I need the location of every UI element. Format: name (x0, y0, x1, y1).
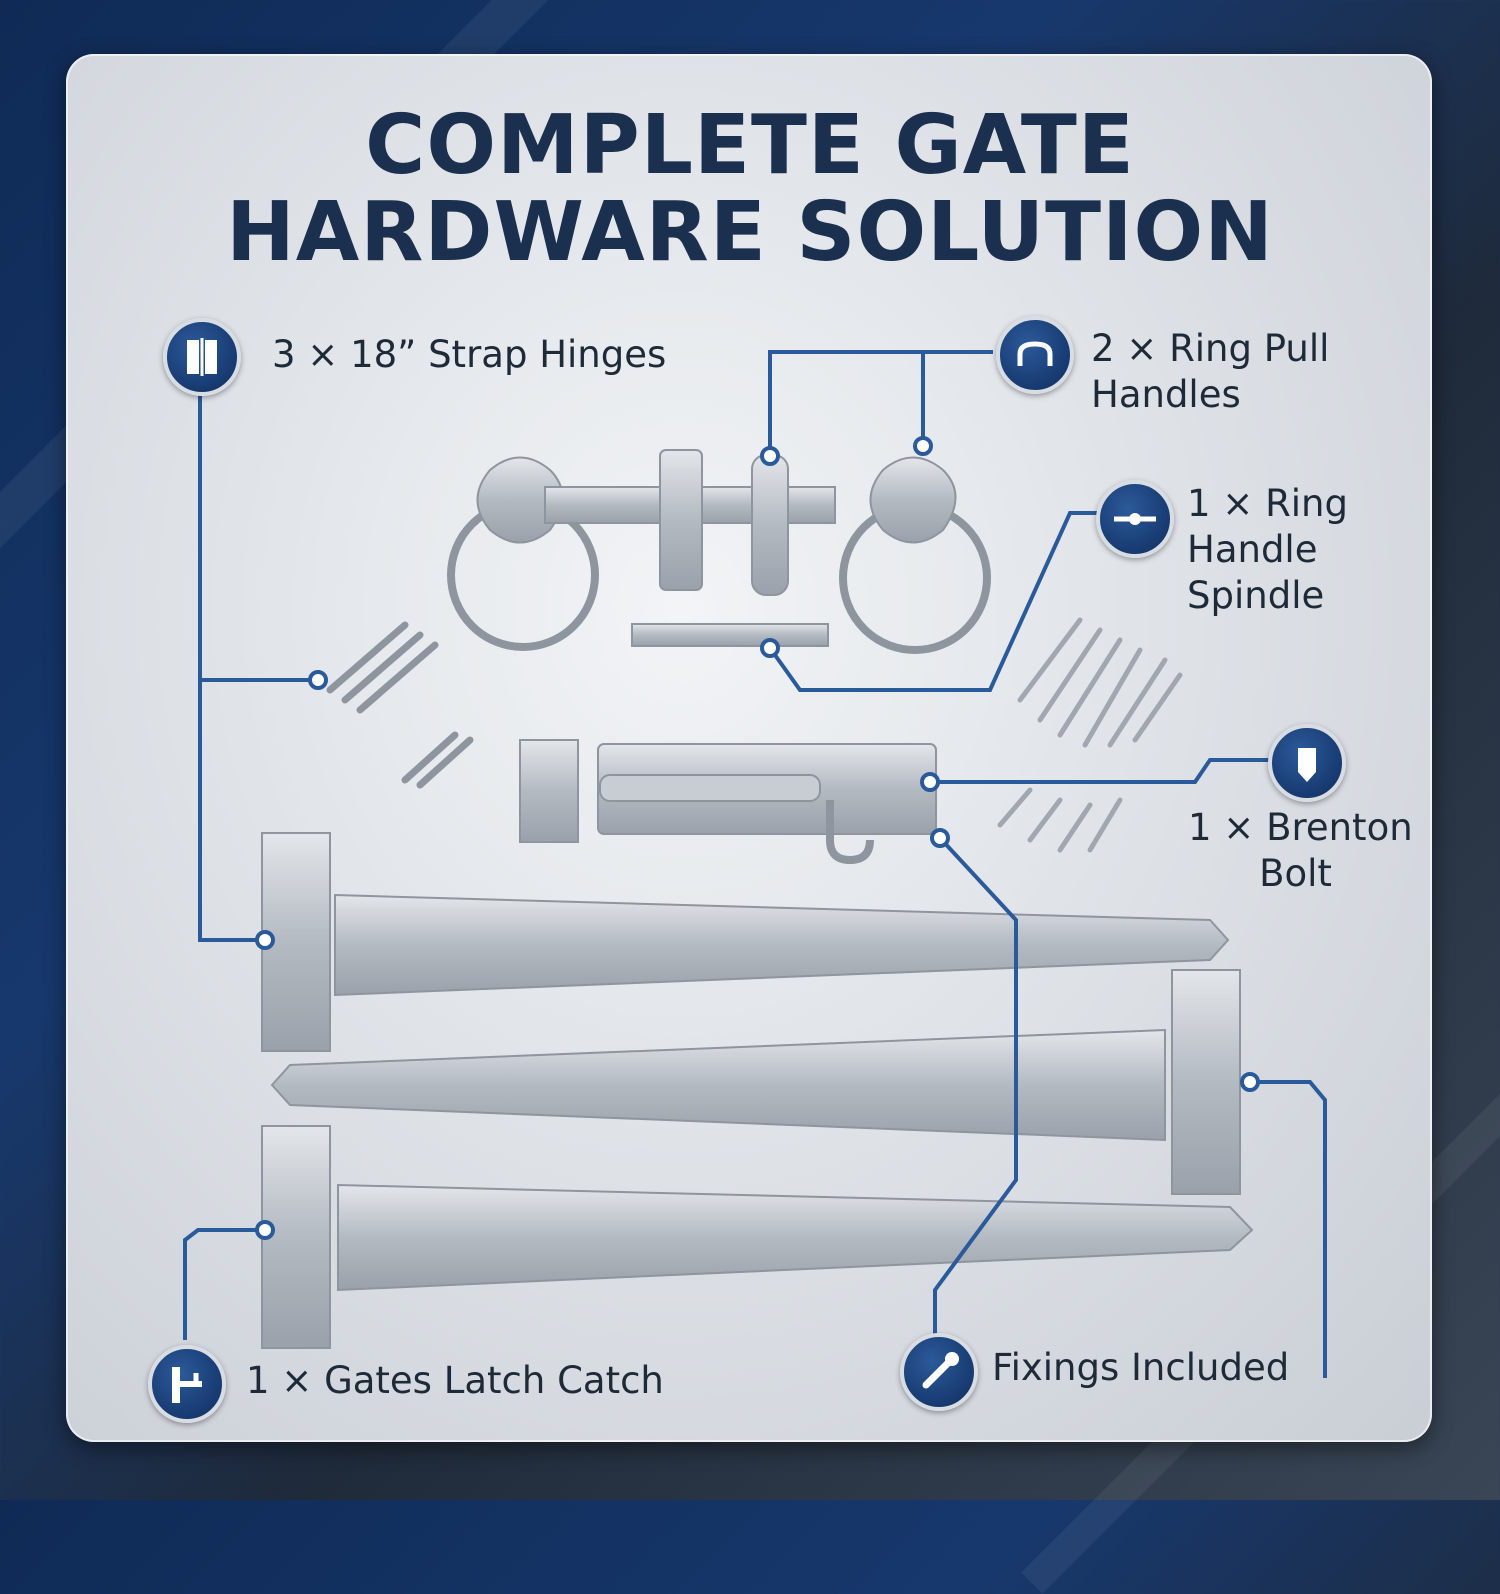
bolt-icon (1268, 724, 1346, 802)
label-brenton-bolt: 1 × Brenton Bolt (1188, 806, 1413, 895)
label-ring-pull-handles: 2 × Ring Pull Handles (1091, 327, 1330, 416)
handle-icon (996, 316, 1074, 394)
label-gates-latch-catch: 1 × Gates Latch Catch (246, 1359, 664, 1402)
ring-rose-left (476, 456, 564, 544)
strap-hinge-bottom (261, 1125, 1254, 1349)
latch-keeper (659, 449, 703, 591)
bolt-handle (826, 800, 874, 865)
label-ring-handle-spindle: 1 × Ring Handle Spindle (1187, 482, 1348, 617)
leader-lines (183, 350, 1327, 1378)
spindle-icon (1096, 480, 1174, 558)
screw-icon (900, 1333, 978, 1411)
label-fixings-included: Fixings Included (992, 1346, 1290, 1389)
screws-cluster-right (997, 617, 1183, 853)
latch-icon (148, 1345, 226, 1423)
label-strap-hinges: 3 × 18” Strap Hinges (272, 333, 667, 376)
latch-catch-plate (751, 454, 789, 596)
product-illustration (183, 350, 1327, 1378)
spindle-bar (631, 623, 829, 647)
leader-dots (255, 436, 1260, 1240)
strap-hinge-middle (270, 969, 1241, 1195)
ring-rose-right (869, 456, 957, 544)
headline-line-2: HARDWARE SOLUTION (226, 185, 1274, 280)
bolt-shaft (599, 774, 821, 802)
screws-cluster-left (326, 621, 474, 789)
headline-line-1: COMPLETE GATE (365, 98, 1135, 193)
strap-hinge-top (261, 832, 1230, 1052)
bolt-keeper (519, 739, 579, 843)
hinge-icon (163, 318, 241, 396)
